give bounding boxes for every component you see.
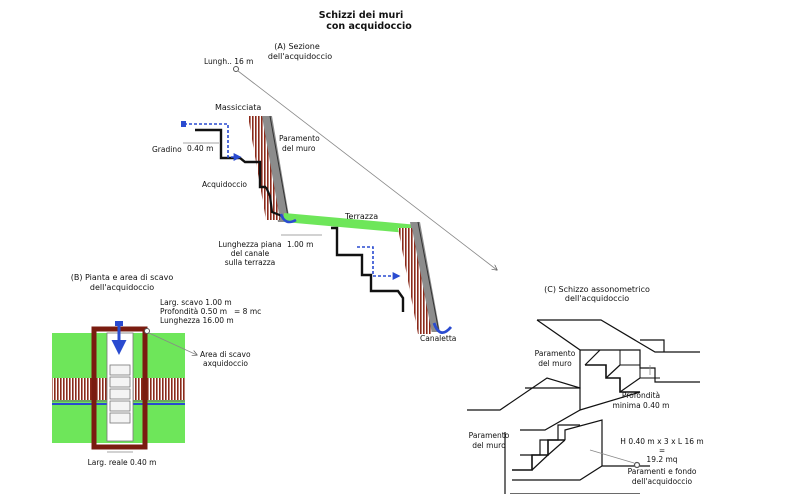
upper-wall-edge [269, 115, 290, 223]
upper-water-flow [184, 123, 242, 161]
lower-step-profile [331, 226, 405, 312]
section-c: (C) Schizzo assonometrico dell'acquidocc… [467, 285, 704, 494]
axo-upper-top [537, 319, 700, 353]
axo-upper-wall [525, 319, 581, 389]
paramenti-dot [633, 461, 641, 469]
section-b-heading-1: (B) Pianta e area di scavo [71, 273, 174, 282]
axo-lower-depth-2 [547, 439, 566, 456]
axo-lower-depth-1 [531, 454, 549, 471]
area-callout-dot [144, 328, 150, 334]
profondita-label: Profondità 0.50 m [160, 307, 227, 316]
lower-wall-hatch [398, 228, 432, 334]
lunghezza-label-1: Lunghezza piana [218, 240, 281, 249]
lower-canaletta-curve [432, 322, 453, 334]
title-line-1: Schizzi dei muri [319, 10, 404, 21]
profondita-2: minima 0.40 m [613, 401, 670, 410]
length-dimension-line [237, 70, 497, 270]
upper-wall-hatch [248, 116, 280, 220]
area-label-2: axquidoccio [203, 359, 248, 368]
axo-steps-upper-a [585, 364, 640, 393]
larg-reale-label: Larg. reale 0.40 m [88, 458, 157, 467]
axo-middle-plane [467, 377, 581, 431]
upper-canaletta-curve [279, 213, 297, 224]
lunghezza-b-label: Lunghezza 16.00 m [160, 316, 234, 325]
section-a-heading-2: dell'acquidoccio [268, 52, 332, 61]
terrace-green [284, 213, 418, 234]
lunghezza-label-2: del canale [231, 249, 270, 258]
axo-lower-steps-b [520, 424, 580, 456]
axo-upper-depth-1 [584, 349, 601, 366]
area-label-1: Area di scavo [200, 350, 251, 359]
paramento-label-1: Paramento [279, 134, 320, 143]
upper-step-profile-lower [264, 186, 283, 218]
channel-step-2 [109, 376, 131, 388]
axo-upper-depth-3 [619, 377, 641, 393]
upper-step-profile [195, 128, 266, 189]
acquidoccio-label: Acquidoccio [202, 180, 247, 189]
section-a-heading-1: (A) Sezione [274, 42, 320, 51]
paramento-bottom-1: Paramento [469, 431, 510, 440]
formula-2: = [659, 446, 665, 455]
lunghezza-value: 1.00 m [287, 240, 313, 249]
channel-step-4 [109, 400, 131, 412]
formula-1: H 0.40 m x 3 x L 16 m [620, 437, 703, 446]
canaletta-label: Canaletta [420, 334, 456, 343]
massicciata-label: Massicciata [215, 103, 261, 112]
plan-water-source [115, 321, 123, 326]
section-b: (B) Pianta e area di scavo dell'acquidoc… [52, 273, 261, 467]
paramento-top-2: del muro [538, 359, 572, 368]
paramento-top-1: Paramento [535, 349, 576, 358]
gradino-label: Gradino [152, 145, 182, 154]
axo-middle-line [579, 391, 641, 411]
axo-lower-bottom [512, 465, 650, 481]
axo-upper-depth-2 [605, 364, 621, 379]
lower-wall-gray [410, 222, 440, 332]
axo-lower-right [564, 419, 603, 466]
lunghezza-label-3: sulla terrazza [225, 258, 275, 267]
water-source-marker [181, 121, 186, 127]
paramenti-pointer [589, 449, 635, 464]
axo-upper-right [580, 349, 700, 383]
length-start-marker [233, 66, 239, 72]
paramenti-1: Paramenti e fondo [628, 467, 697, 476]
gradino-size-label: 0.40 m [187, 144, 213, 153]
paramento-label-2: del muro [282, 144, 316, 153]
lower-water-flow [357, 246, 401, 280]
section-a: (A) Sezione dell'acquidoccio Lungh.. 16 … [152, 42, 497, 343]
terrazza-label: Terrazza [344, 212, 378, 221]
length-label: Lungh.. 16 m [204, 57, 253, 66]
section-c-heading-2: dell'acquidoccio [565, 294, 629, 303]
section-b-heading-2: dell'acquidoccio [90, 283, 154, 292]
section-c-heading-1: (C) Schizzo assonometrico [544, 285, 650, 294]
paramento-bottom-2: del muro [472, 441, 506, 450]
title-line-2: con acquidoccio [326, 21, 412, 32]
channel-step-5 [109, 412, 131, 424]
formula-3: 19.2 mq [646, 455, 677, 464]
axo-steps-upper-b [600, 349, 660, 379]
upper-wall-gray [260, 116, 290, 222]
area-callout-line [148, 332, 197, 355]
volume-label: = 8 mc [234, 307, 261, 316]
profondita-1: Profondità [622, 391, 660, 400]
larg-scavo-label: Larg. scavo 1.00 m [160, 298, 232, 307]
channel-step-1 [109, 364, 131, 376]
lower-wall-edge [417, 221, 440, 333]
paramenti-2: dell'acquidoccio [632, 477, 693, 486]
channel-step-3 [109, 388, 131, 400]
axo-steps-upper-c [640, 339, 665, 352]
